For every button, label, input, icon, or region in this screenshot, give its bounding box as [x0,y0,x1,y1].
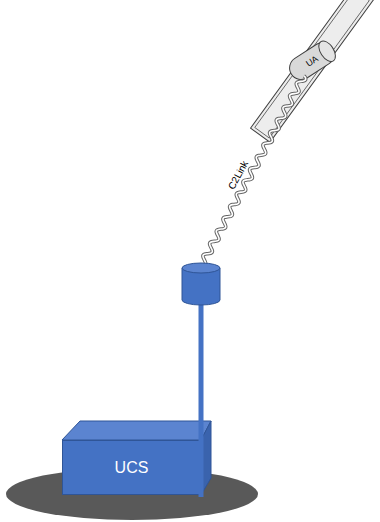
radio-link [201,76,306,440]
solar-panel-inner [255,0,369,138]
solar-panel-strip [251,0,374,142]
radio-link-inner [201,76,306,440]
antenna-top [182,263,220,273]
node-label: UA [304,53,320,68]
node-label: UCS [115,459,149,477]
antenna-body [182,268,220,305]
link-group [201,76,306,440]
box-top-face [62,421,211,440]
antenna-pole [199,300,204,497]
solar-panel [251,0,374,142]
station-box: UCS [62,440,201,495]
